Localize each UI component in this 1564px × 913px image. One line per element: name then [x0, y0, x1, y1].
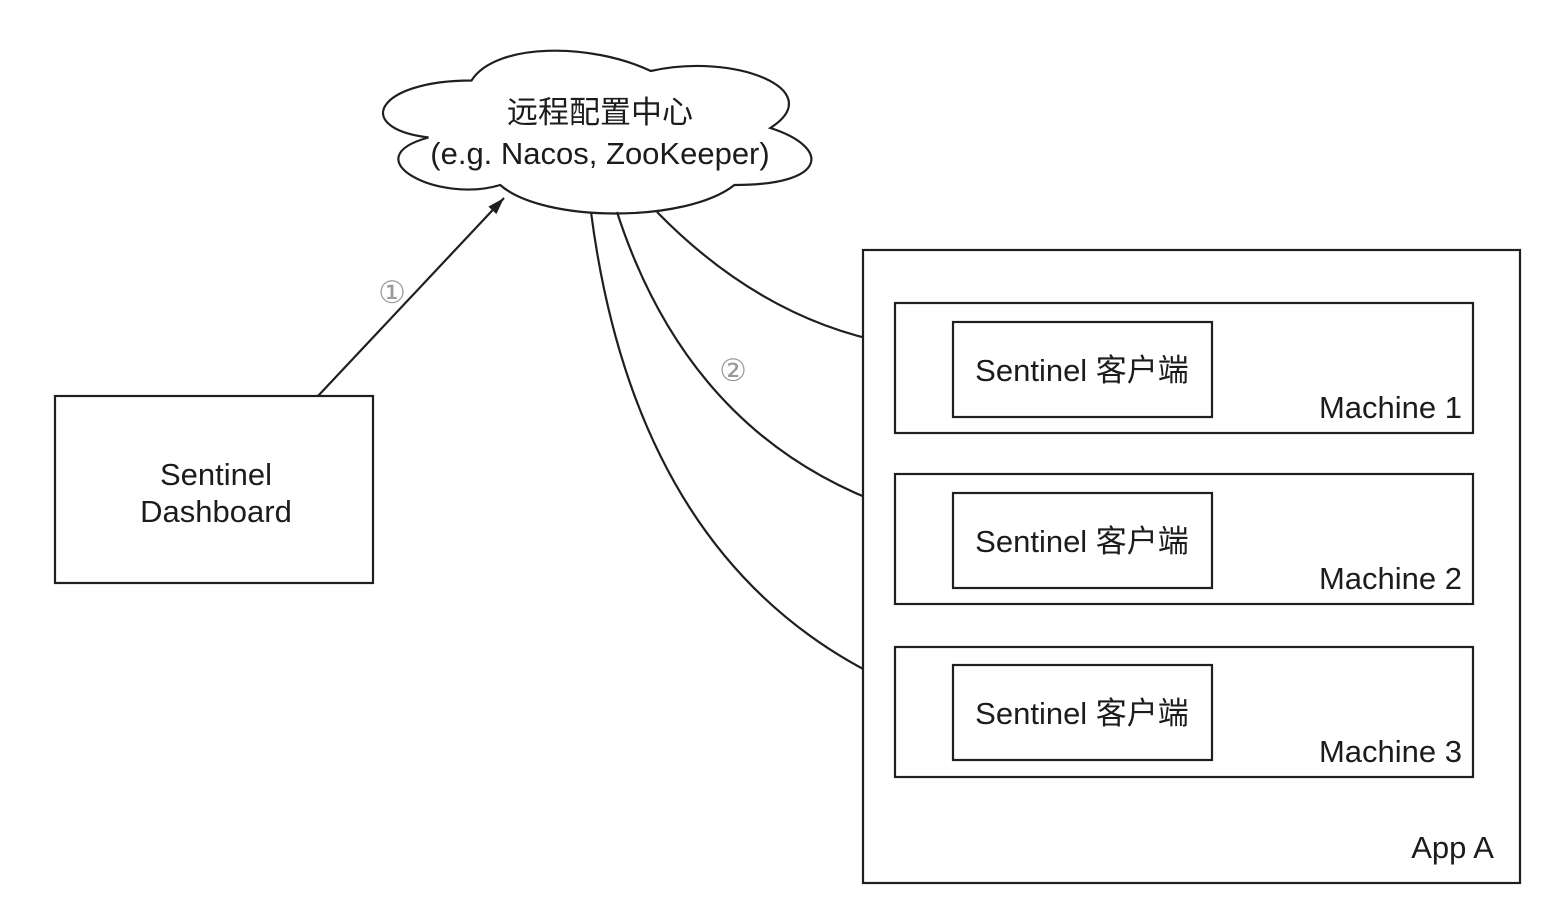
sentinel-dashboard-label-line1: Sentinel	[160, 457, 272, 492]
machine-3-client-label: Sentinel 客户端	[975, 696, 1189, 731]
machine-2-client-label: Sentinel 客户端	[975, 524, 1189, 559]
sentinel-dashboard-label-line2: Dashboard	[140, 494, 292, 529]
machine-1-client-label: Sentinel 客户端	[975, 353, 1189, 388]
app-a-label: App A	[1411, 830, 1494, 865]
cloud-title: 远程配置中心	[507, 95, 693, 130]
machine-1-client-box	[951, 320, 1214, 419]
dashboard-to-config-arrow	[317, 197, 505, 397]
cloud-subtitle: (e.g. Nacos, ZooKeeper)	[430, 136, 769, 171]
machine-1-label: Machine 1	[1319, 390, 1462, 425]
step-2-badge: ②	[719, 353, 747, 389]
sentinel-dashboard-box	[53, 394, 375, 585]
machine-3-label: Machine 3	[1319, 734, 1462, 769]
machine-3-client-box	[951, 663, 1214, 762]
cloud-shape	[382, 49, 813, 215]
machine-2-label: Machine 2	[1319, 561, 1462, 596]
config-center-cloud	[382, 49, 813, 215]
step-1-badge: ①	[378, 275, 406, 311]
machine-2-client-box	[951, 491, 1214, 590]
